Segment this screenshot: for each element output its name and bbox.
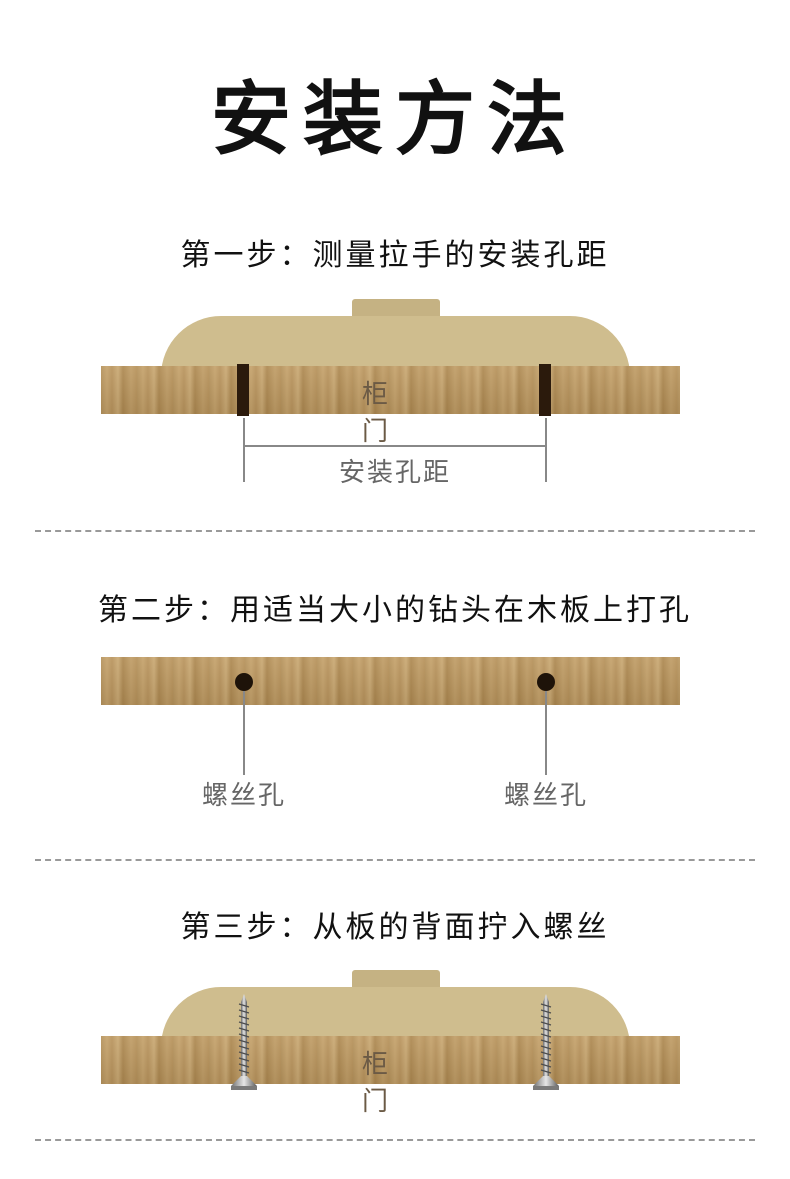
screw-left (231, 994, 257, 1090)
step-1-heading: 第一步：测量拉手的安装孔距 (180, 238, 610, 273)
cabinet-door-board (101, 1036, 680, 1084)
screw-hole-right (537, 673, 555, 691)
hole-pointer-right (545, 691, 547, 775)
page-title: 安装方法 (211, 73, 579, 166)
dimension-line (243, 445, 547, 447)
screw-right (533, 994, 559, 1090)
dimension-label: 安装孔距 (338, 458, 451, 488)
dimension-line-left (243, 418, 245, 482)
door-label: 柜门 (362, 1050, 391, 1117)
cabinet-door-board (101, 366, 680, 414)
step-2-heading: 第二步：用适当大小的钻头在木板上打孔 (98, 593, 692, 628)
step-3-heading: 第三步：从板的背面拧入螺丝 (180, 910, 610, 945)
handle-cap (352, 299, 440, 317)
hole-label-right: 螺丝孔 (503, 781, 588, 811)
mount-slot-left (237, 364, 249, 416)
wood-board (101, 657, 680, 705)
section-divider (35, 530, 755, 532)
section-divider (35, 859, 755, 861)
mount-slot-right (539, 364, 551, 416)
section-divider (35, 1139, 755, 1141)
dimension-line-right (545, 418, 547, 482)
hole-pointer-left (243, 691, 245, 775)
handle-cap (352, 970, 440, 988)
screw-hole-left (235, 673, 253, 691)
door-label: 柜门 (362, 380, 391, 447)
hole-label-left: 螺丝孔 (201, 781, 286, 811)
